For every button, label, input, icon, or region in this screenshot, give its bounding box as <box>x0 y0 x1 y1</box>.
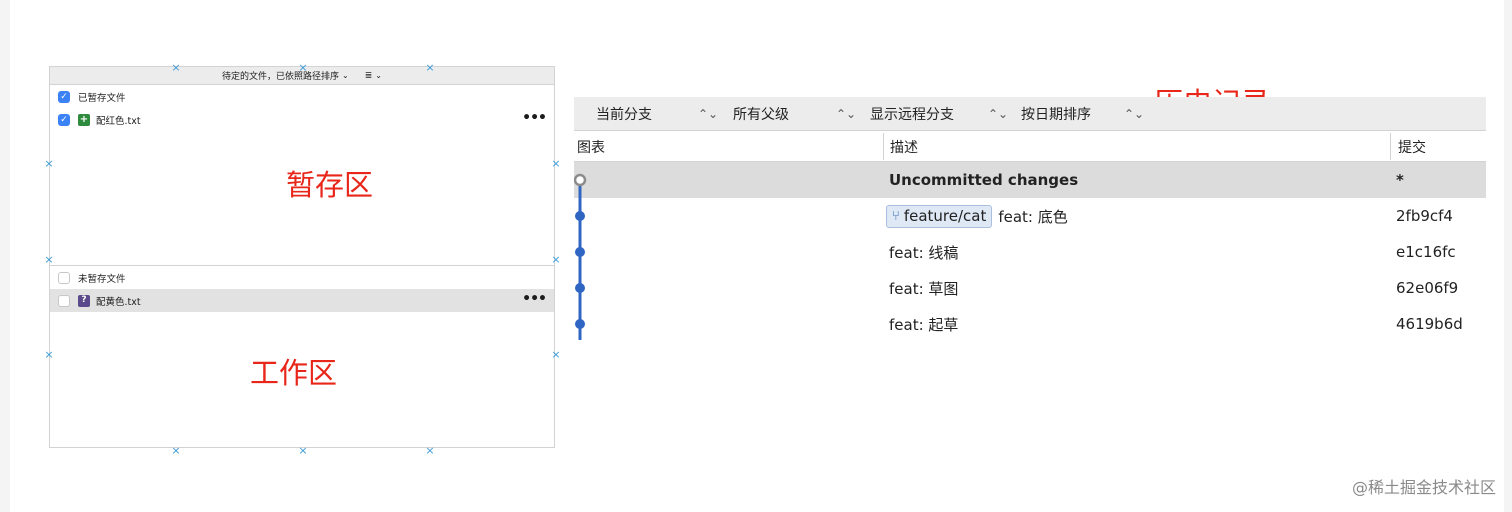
unstaged-all-checkbox[interactable] <box>58 271 70 284</box>
resize-handle[interactable]: × <box>551 348 561 361</box>
commit-graph <box>574 173 587 340</box>
updown-chevron-icon: ⌃⌄ <box>1124 106 1145 121</box>
history-table-header: 图表 描述 提交 <box>574 131 1486 162</box>
history-toolbar: 当前分支 ⌃⌄ 所有父级 ⌃⌄ 显示远程分支 ⌃⌄ 按日期排序 ⌃⌄ <box>574 97 1486 131</box>
resize-handle[interactable]: × <box>171 61 181 74</box>
branch-icon: ⑂ <box>892 208 900 224</box>
sort-dropdown[interactable]: 待定的文件，已依照路径排序 ⌄ <box>222 69 349 82</box>
updown-chevron-icon: ⌃⌄ <box>988 106 1009 121</box>
staged-files-header: ✓ 已暂存文件 <box>50 85 554 108</box>
resize-handle[interactable]: × <box>425 61 435 74</box>
staging-panel: 待定的文件，已依照路径排序 ⌄ ≣ ⌄ ✓ 已暂存文件 ✓ + 配红色.txt … <box>49 66 555 448</box>
unstaged-files-label: 未暂存文件 <box>78 273 126 285</box>
description-cell: ⑂ feature/cat feat: 底色 <box>886 198 1068 234</box>
chevron-down-icon: ⌄ <box>375 71 382 80</box>
branch-name: feature/cat <box>903 207 987 225</box>
more-options-button[interactable]: ••• <box>522 291 547 307</box>
staged-file-row[interactable]: ✓ + 配红色.txt ••• <box>50 108 554 131</box>
resize-handle[interactable]: × <box>44 157 54 170</box>
resize-handle[interactable]: × <box>44 253 54 266</box>
view-options-dropdown[interactable]: ≣ ⌄ <box>365 71 382 81</box>
panel-divider[interactable] <box>50 265 554 266</box>
commit-description: feat: 草图 <box>889 279 959 298</box>
commit-hash: 62e06f9 <box>1396 279 1459 297</box>
file-name: 配红色.txt <box>96 115 141 127</box>
chevron-down-icon: ⌄ <box>342 71 349 80</box>
file-checkbox[interactable] <box>58 294 70 307</box>
commit-node[interactable] <box>575 211 585 221</box>
branch-tag[interactable]: ⑂ feature/cat <box>886 204 993 228</box>
parents-filter-select[interactable]: 所有父级 <box>733 104 789 124</box>
history-table-body: Uncommitted changes * ⑂ feature/cat feat… <box>574 162 1486 342</box>
parents-filter-label: 所有父级 <box>733 106 789 123</box>
commit-hash: * <box>1396 171 1404 189</box>
updown-chevron-icon: ⌃⌄ <box>698 106 719 121</box>
untracked-file-icon: ? <box>78 294 90 307</box>
column-header-commit[interactable]: 提交 <box>1398 139 1426 156</box>
more-options-button[interactable]: ••• <box>522 110 547 126</box>
column-divider[interactable] <box>1390 133 1391 160</box>
column-header-graph[interactable]: 图表 <box>577 139 605 156</box>
commit-node[interactable] <box>575 319 585 329</box>
resize-handle[interactable]: × <box>171 444 181 457</box>
resize-handle[interactable]: × <box>298 444 308 457</box>
resize-handle[interactable]: × <box>551 253 561 266</box>
commit-node[interactable] <box>575 283 585 293</box>
sort-label: 待定的文件，已依照路径排序 <box>222 72 340 82</box>
commit-description: feat: 底色 <box>998 207 1068 226</box>
column-header-description[interactable]: 描述 <box>890 139 918 156</box>
staged-all-checkbox[interactable]: ✓ <box>58 90 70 103</box>
watermark: @稀土掘金技术社区 <box>1351 478 1496 497</box>
file-name: 配黄色.txt <box>96 296 141 308</box>
working-area-annotation: 工作区 <box>250 356 338 390</box>
commit-hash: e1c16fc <box>1396 243 1456 261</box>
file-checkbox[interactable]: ✓ <box>58 113 70 126</box>
updown-chevron-icon: ⌃⌄ <box>836 106 857 121</box>
unstaged-files-header: 未暂存文件 <box>50 266 554 289</box>
resize-handle[interactable]: × <box>44 348 54 361</box>
unstaged-file-row[interactable]: ? 配黄色.txt ••• <box>50 289 554 312</box>
table-row[interactable]: ⑂ feature/cat feat: 底色 2fb9cf4 <box>574 198 1486 234</box>
sort-label: 按日期排序 <box>1021 106 1091 123</box>
resize-handle[interactable]: × <box>298 61 308 74</box>
column-divider[interactable] <box>883 133 884 160</box>
commit-description: feat: 线稿 <box>889 243 959 262</box>
added-file-icon: + <box>78 113 90 126</box>
sort-select[interactable]: 按日期排序 <box>1021 104 1091 124</box>
staged-files-label: 已暂存文件 <box>78 92 126 104</box>
remote-filter-label: 显示远程分支 <box>870 106 954 123</box>
list-icon: ≣ <box>364 70 373 81</box>
branch-filter-select[interactable]: 当前分支 <box>596 104 652 124</box>
commit-hash: 4619b6d <box>1396 315 1463 333</box>
staging-area-annotation: 暂存区 <box>286 168 374 202</box>
resize-handle[interactable]: × <box>551 157 561 170</box>
table-row[interactable]: feat: 线稿 e1c16fc <box>574 234 1486 270</box>
uncommitted-node[interactable] <box>574 173 587 187</box>
branch-filter-label: 当前分支 <box>596 106 652 123</box>
resize-handle[interactable]: × <box>425 444 435 457</box>
commit-node[interactable] <box>575 247 585 257</box>
table-row[interactable]: feat: 起草 4619b6d <box>574 306 1486 342</box>
table-row-uncommitted[interactable]: Uncommitted changes * <box>574 162 1486 198</box>
staging-toolbar: 待定的文件，已依照路径排序 ⌄ ≣ ⌄ <box>50 67 554 85</box>
remote-filter-select[interactable]: 显示远程分支 <box>870 104 954 124</box>
table-row[interactable]: feat: 草图 62e06f9 <box>574 270 1486 306</box>
commit-hash: 2fb9cf4 <box>1396 207 1453 225</box>
commit-description: Uncommitted changes <box>889 171 1079 189</box>
commit-description: feat: 起草 <box>889 315 959 334</box>
